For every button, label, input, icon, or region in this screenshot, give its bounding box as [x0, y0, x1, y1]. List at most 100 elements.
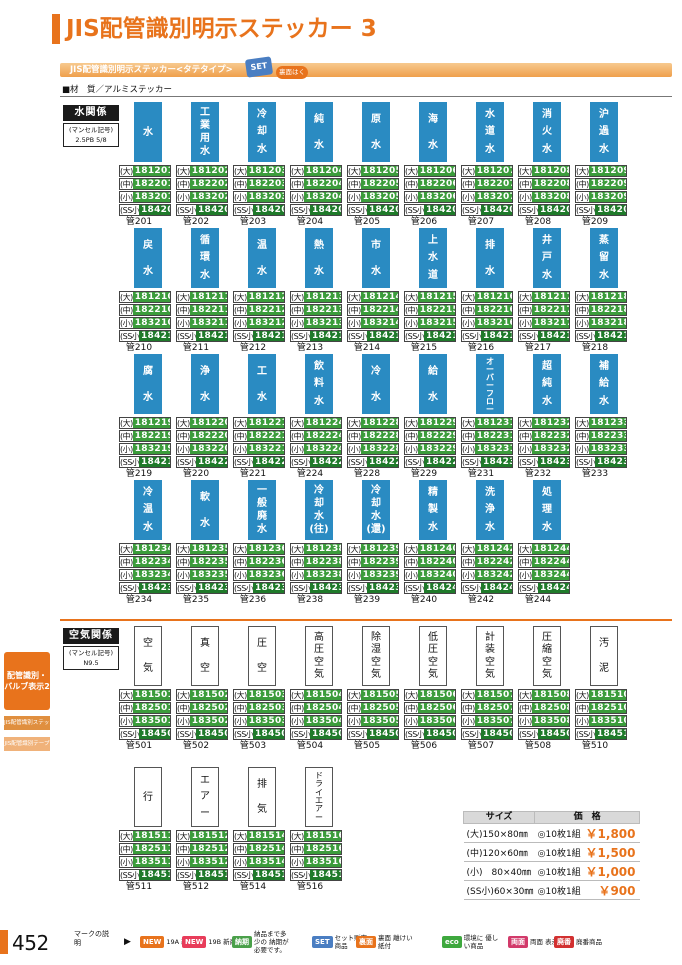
product-code-row: (小)183202: [176, 191, 228, 203]
size-prefix: (SS小): [234, 206, 256, 215]
product-code-row: (中)182508: [518, 702, 570, 714]
size-prefix: (大): [291, 419, 304, 428]
product-code: 184235: [196, 583, 227, 593]
sticker-label: 温水: [248, 228, 276, 288]
product-code: 182504: [303, 703, 341, 713]
product-code: 182214: [360, 305, 398, 315]
pipe-caption: 管234: [125, 595, 153, 605]
size-prefix: (中): [120, 180, 133, 189]
size-prefix: (小): [234, 193, 247, 202]
sticker-char: 水: [371, 265, 381, 277]
sticker-label: 除湿空気: [362, 626, 390, 686]
product-code: 184224: [310, 457, 341, 467]
size-prefix: (大): [234, 545, 247, 554]
product-code-row: (SS小)184238: [290, 582, 342, 594]
product-code: 181503: [246, 690, 284, 700]
sticker-char: 水: [314, 265, 324, 277]
sticker-char: 排: [257, 779, 267, 790]
product-code-row: (小)183228: [347, 443, 399, 455]
product-code: 182224: [303, 431, 341, 441]
price-row: (小) 80×40㎜◎10枚1組￥1,000: [463, 861, 640, 881]
product-code: 182202: [189, 179, 227, 189]
sticker-label: 水道水: [476, 102, 504, 162]
size-prefix: (SS小): [576, 206, 598, 215]
size-prefix: (小): [177, 571, 190, 580]
product-code: 181216: [474, 292, 512, 302]
size-prefix: (SS小): [519, 332, 541, 341]
size-prefix: (中): [462, 306, 475, 315]
size-prefix: (大): [462, 691, 475, 700]
product-code: 181220: [189, 418, 227, 428]
air-munsell: (マンセル記号) N9.5: [63, 646, 119, 670]
sticker-label: 給水: [419, 354, 447, 414]
product-code-row: (小)183203: [233, 191, 285, 203]
product-code-row: (小)183215: [404, 317, 456, 329]
sidebar-item-sticker[interactable]: JIS配管識別ステッカー: [4, 716, 60, 730]
product-code: 181211: [189, 292, 227, 302]
size-prefix: (SS小): [291, 332, 313, 341]
size-prefix: (大): [291, 545, 304, 554]
product-code-row: (大)181215: [404, 291, 456, 303]
product-code-row: (大)181238: [290, 543, 342, 555]
product-code-row: (大)181502: [176, 689, 228, 701]
product-code: 184228: [367, 457, 398, 467]
size-prefix: (SS小): [291, 871, 313, 880]
pipe-caption: 管224: [296, 469, 324, 479]
size-prefix: (SS小): [348, 332, 370, 341]
size-prefix: (SS小): [405, 332, 427, 341]
sidebar-item-tape[interactable]: JIS配管識別テープ: [4, 737, 50, 751]
product-code-row: (小)183232: [518, 443, 570, 455]
pipe-caption: 管205: [353, 217, 381, 227]
product-code: 184221: [253, 457, 284, 467]
sticker-char: 泥: [599, 663, 609, 674]
product-code-row: (中)182220: [176, 430, 228, 442]
legend-text: 裏面 離けい紙付: [378, 934, 413, 950]
product-code-row: (中)182207: [461, 178, 513, 190]
product-code: 184510: [595, 729, 626, 739]
size-prefix: (大): [234, 293, 247, 302]
sticker-char: 水: [485, 265, 495, 277]
product-code-row: (中)182238: [290, 556, 342, 568]
sticker-char: 処: [542, 487, 552, 499]
product-code: 184210: [139, 331, 170, 341]
product-code-row: (中)182506: [404, 702, 456, 714]
sticker-char: 海: [428, 113, 438, 125]
product-code-row: (SS小)184516: [290, 869, 342, 881]
size-prefix: (大): [348, 419, 361, 428]
product-code-row: (中)182235: [176, 556, 228, 568]
sticker-label: 冷却水(還): [362, 480, 390, 540]
product-code-row: (SS小)184208: [518, 204, 570, 216]
product-code-row: (SS小)184240: [404, 582, 456, 594]
pipe-caption: 管238: [296, 595, 324, 605]
sidebar-category-badge[interactable]: 配管識別・バルブ表示2: [4, 652, 50, 710]
size-prefix: (SS小): [576, 458, 598, 467]
size-prefix: (SS小): [234, 730, 256, 739]
pipe-caption: 管231: [467, 469, 495, 479]
product-code: 184209: [595, 205, 626, 215]
sticker-char: イ: [315, 787, 323, 797]
pipe-caption: 管204: [296, 217, 324, 227]
product-code: 181201: [132, 166, 170, 176]
size-prefix: (中): [291, 180, 304, 189]
sticker-char: 熱: [314, 239, 324, 251]
size-prefix: (SS小): [234, 584, 256, 593]
sticker-char: 水: [200, 269, 210, 281]
product-code-row: (SS小)184234: [119, 582, 171, 594]
legend-mark-icon: eco: [442, 936, 462, 948]
size-prefix: (中): [519, 180, 532, 189]
price-table: サイズ価 格 (大)150×80㎜◎10枚1組￥1,800 (中)120×60㎜…: [462, 811, 640, 900]
size-prefix: (大): [291, 167, 304, 176]
size-prefix: (大): [576, 419, 589, 428]
size-prefix: (小): [348, 571, 361, 580]
size-prefix: (小): [462, 445, 475, 454]
pipe-caption: 管233: [581, 469, 609, 479]
product-code: 183215: [417, 318, 455, 328]
sticker-char: 縮: [542, 644, 552, 656]
product-code-row: (大)181512: [176, 830, 228, 842]
product-code-row: (SS小)184219: [119, 456, 171, 468]
sticker-char: 温: [143, 504, 153, 516]
sticker-label: 沪過水: [590, 102, 618, 162]
product-code: 182238: [303, 557, 341, 567]
product-code: 181203: [246, 166, 284, 176]
